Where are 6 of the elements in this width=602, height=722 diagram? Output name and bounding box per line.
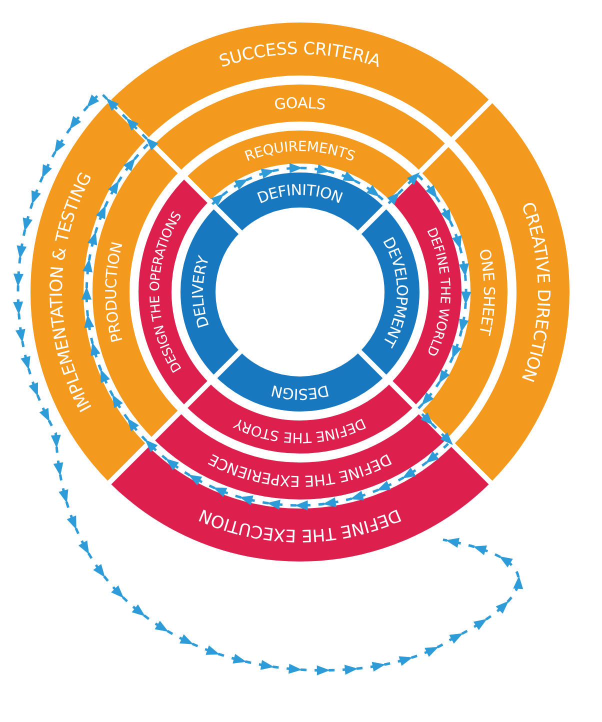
segment-label: DESIGN: [269, 381, 331, 404]
segment-label: GOALS: [273, 94, 327, 114]
segment-label: DEFINE THE STORY: [232, 414, 368, 446]
segment-label: REQUIREMENTS: [242, 138, 358, 166]
segment-label: SUCCESS CRITERIA: [216, 38, 384, 72]
segment-label: DEFINITION: [254, 180, 346, 208]
